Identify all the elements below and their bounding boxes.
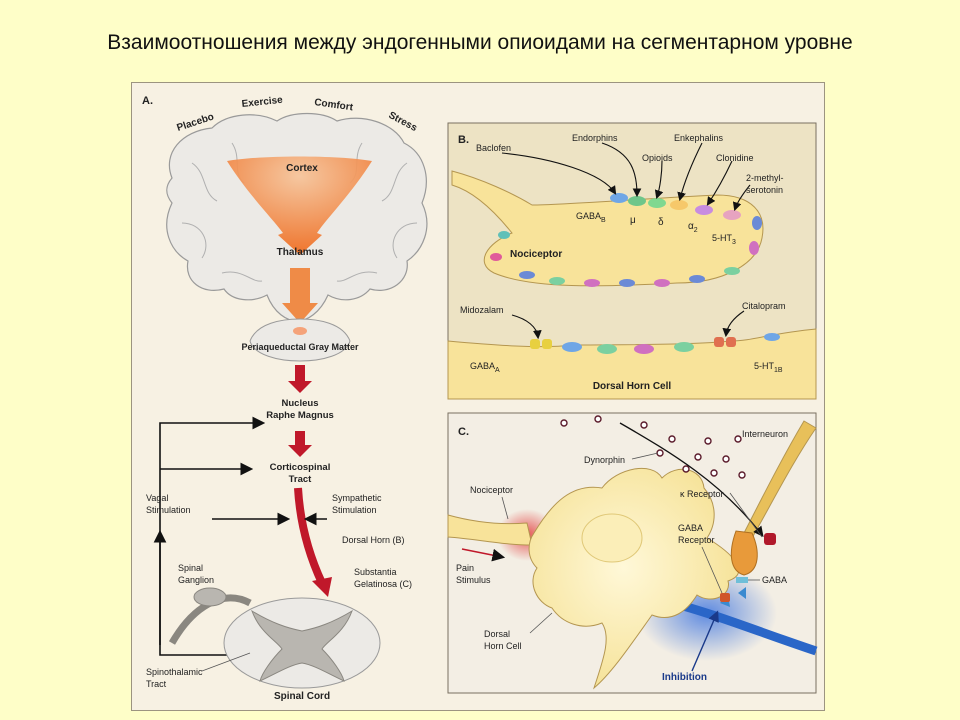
interneuron-label: Interneuron: [742, 429, 788, 439]
ht1b-sub: 1B: [774, 367, 783, 374]
dorsal-horn-receptors-b: [530, 333, 780, 354]
substantia-label-1: Substantia: [354, 567, 397, 577]
ht3-label: 5-HT3: [712, 233, 736, 246]
ht1b-label: 5-HT1B: [754, 361, 783, 374]
thalamus-label: Thalamus: [277, 247, 324, 258]
cortex-label: Cortex: [286, 163, 318, 174]
gabaa-sub: A: [495, 367, 500, 374]
inhibition-arrow: [691, 610, 719, 672]
gaba-label-c: GABA: [762, 575, 787, 585]
sympathetic-label-2: Stimulation: [332, 505, 377, 515]
cst-label-1: Corticospinal: [270, 462, 331, 473]
panel-b-drug-arrows: [501, 142, 751, 212]
substantia-label-2: Gelatinosa (C): [354, 579, 412, 589]
inhibition-label: Inhibition: [662, 672, 707, 683]
dynorphin-particles: [560, 415, 746, 479]
kappa-receptor-site: [764, 533, 776, 545]
gaba-receptor-label-2: Receptor: [678, 535, 715, 545]
spinal-cord-label: Spinal Cord: [274, 691, 330, 702]
nociceptor-label-b: Nociceptor: [510, 249, 562, 260]
clonidine-label: Clonidine: [716, 153, 754, 163]
pag-shape: [249, 318, 351, 362]
dorsal-horn-cell-label-b: Dorsal Horn Cell: [593, 381, 672, 392]
dorsal-horn-cell-label-c-2: Horn Cell: [484, 641, 522, 651]
opioids-label: Opioids: [642, 153, 673, 163]
nociceptor-label-c: Nociceptor: [470, 485, 513, 495]
endorphins-label: Endorphins: [572, 133, 618, 143]
alpha2-text: α: [688, 221, 694, 232]
nrm-label-1: Nucleus: [282, 398, 319, 409]
alpha2-sub: 2: [694, 227, 698, 234]
vagal-label-2: Stimulation: [146, 505, 191, 515]
gabaa-text: GABA: [470, 361, 495, 371]
mu-label: μ: [630, 215, 636, 226]
dorsal-horn-cell-c: [528, 468, 740, 690]
nociceptor-receptors: [490, 193, 762, 287]
ht3-sub: 3: [732, 239, 736, 246]
kappa-receptor-label: κ Receptor: [680, 489, 724, 499]
methylserotonin-label-1: 2-methyl-: [746, 173, 784, 183]
gaba-vesicle: [736, 577, 748, 583]
panel-b-letter: B.: [458, 134, 469, 146]
descending-red-arrows: [288, 365, 312, 457]
gabaa-label: GABAA: [470, 361, 500, 374]
spinothalamic-label-1: Spinothalamic: [146, 667, 203, 677]
figure: A. Placebo Exercise Comfort Stress Corte…: [131, 82, 825, 711]
spinothalamic-label-2: Tract: [146, 679, 167, 689]
pag-core: [293, 327, 307, 335]
ht3-text: 5-HT: [712, 233, 733, 243]
dorsal-horn-cell-b: [447, 328, 817, 400]
cortex-funnel: [227, 156, 372, 255]
baclofen-label: Baclofen: [476, 143, 511, 153]
panel-b-lower-arrows: [511, 310, 745, 340]
gaba-release-2: [738, 587, 746, 599]
slide-title: Взаимоотношения между эндогенными опиоид…: [107, 31, 853, 54]
methylserotonin-label-2: serotonin: [746, 185, 783, 195]
pain-stimulus-arrow: [461, 548, 506, 562]
spinal-ganglion: [193, 587, 227, 607]
panel-b: B.: [447, 122, 817, 400]
cell-nucleus: [581, 513, 643, 563]
influence-comfort: Comfort: [314, 97, 355, 113]
opioid-diagram: A. Placebo Exercise Comfort Stress Corte…: [142, 95, 818, 702]
delta-label: δ: [658, 217, 664, 228]
interneuron-terminal: [730, 530, 758, 576]
nrm-label-2: Raphe Magnus: [266, 410, 334, 421]
vagal-label-1: Vagal: [146, 493, 168, 503]
cst-label-2: Tract: [289, 474, 313, 485]
citalopram-label: Citalopram: [742, 301, 786, 311]
panel-c-letter: C.: [458, 426, 469, 438]
panel-c: C.: [447, 412, 818, 694]
dorsal-horn-label: Dorsal Horn (B): [342, 535, 405, 545]
red-descending-tract: [294, 487, 326, 585]
thalamus-to-pag-arrow: [282, 268, 318, 323]
spinal-ganglion-label-1: Spinal: [178, 563, 203, 573]
gabab-label: GABAB: [576, 211, 606, 224]
pain-stimulus-label-2: Stimulus: [456, 575, 491, 585]
sympathetic-label-1: Sympathetic: [332, 493, 382, 503]
spinal-gray-matter: [251, 609, 353, 682]
spinal-ganglion-label-2: Ganglion: [178, 575, 214, 585]
alpha2-label: α2: [688, 221, 698, 234]
gaba-receptor-site: [720, 593, 730, 602]
ht1b-text: 5-HT: [754, 361, 775, 371]
pag-label: Periaqueductal Gray Matter: [241, 342, 359, 352]
dynorphin-label: Dynorphin: [584, 455, 625, 465]
gaba-receptor-label-1: GABA: [678, 523, 703, 533]
gabab-sub: B: [601, 217, 606, 224]
midazolam-label: Midozalam: [460, 305, 504, 315]
gabab-text: GABA: [576, 211, 601, 221]
panel-a-letter: A.: [142, 95, 153, 107]
dorsal-horn-cell-label-c-1: Dorsal: [484, 629, 510, 639]
feedback-arrows: [153, 416, 327, 656]
panel-a: A. Placebo Exercise Comfort Stress Corte…: [142, 95, 428, 702]
enkephalins-label: Enkephalins: [674, 133, 724, 143]
red-tract-arrowhead: [312, 577, 332, 597]
pain-stimulus-label-1: Pain: [456, 563, 474, 573]
influence-exercise: Exercise: [241, 95, 284, 110]
